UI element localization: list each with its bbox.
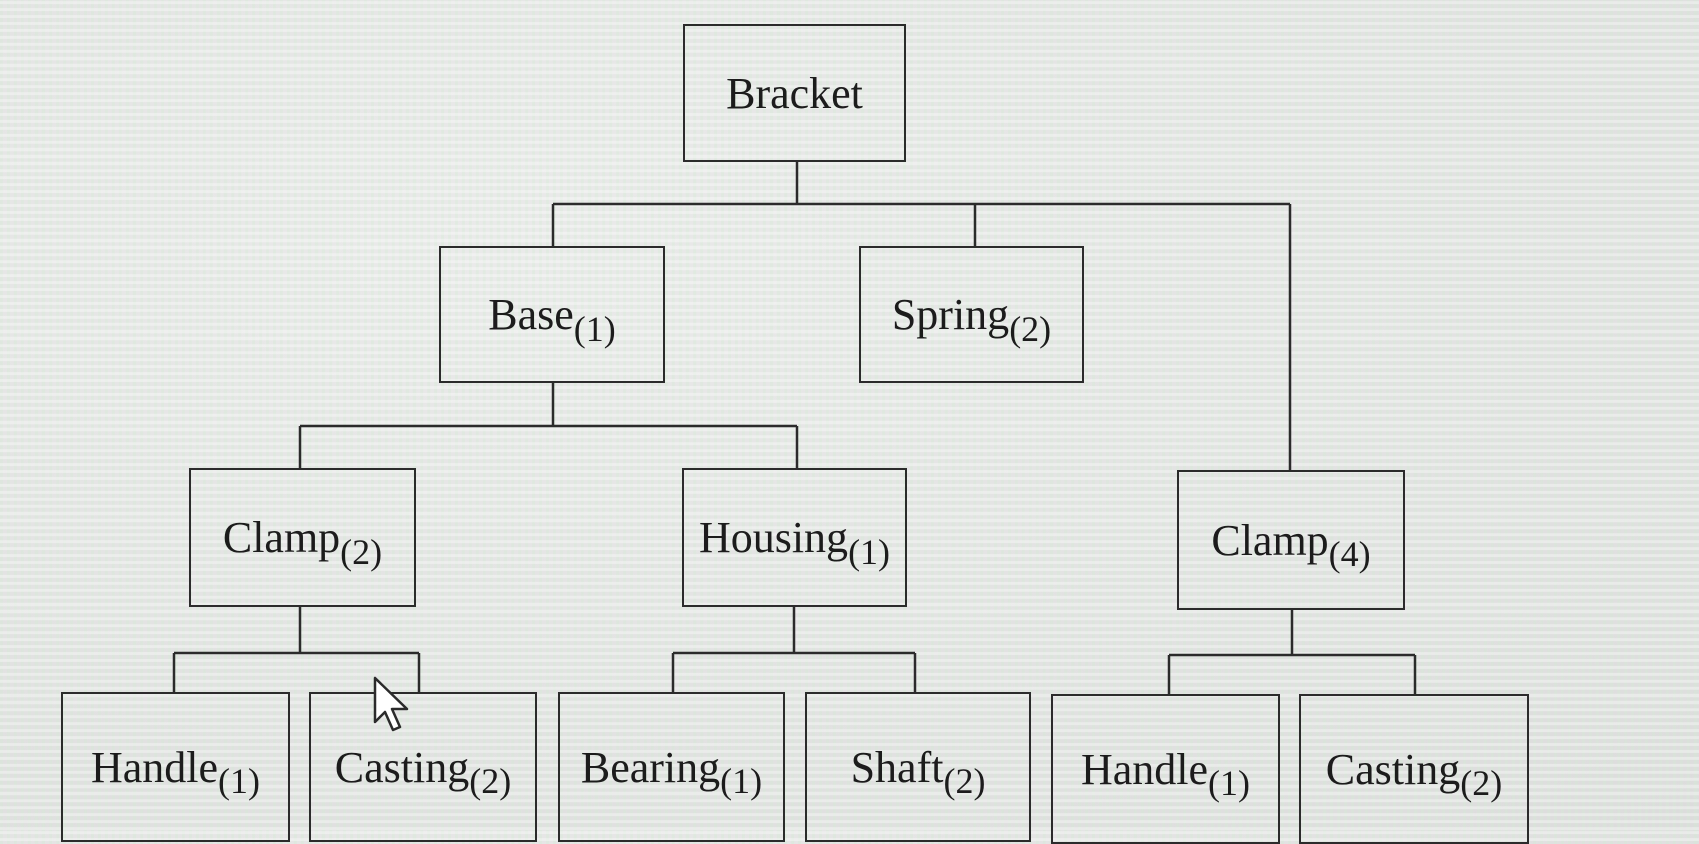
- node-name: Handle: [1080, 744, 1209, 794]
- node-casting-left: Casting(2): [309, 692, 537, 842]
- node-quantity: (1): [218, 761, 261, 801]
- node-handle-right: Handle(1): [1051, 694, 1280, 844]
- node-name: Housing: [698, 513, 849, 562]
- node-quantity: (2): [943, 761, 986, 801]
- node-quantity: (2): [469, 761, 512, 801]
- node-clamp-2: Clamp(2): [189, 468, 416, 607]
- node-quantity: (2): [1460, 763, 1503, 803]
- node-quantity: (1): [1208, 763, 1251, 803]
- node-name: Clamp: [1211, 515, 1329, 565]
- node-spring: Spring(2): [859, 246, 1084, 383]
- mouse-pointer-icon: [373, 676, 409, 732]
- node-clamp-4: Clamp(4): [1177, 470, 1405, 610]
- node-quantity: (1): [720, 761, 763, 801]
- node-shaft: Shaft(2): [805, 692, 1031, 842]
- node-quantity: (4): [1328, 534, 1371, 574]
- node-quantity: (2): [1009, 308, 1052, 349]
- node-base: Base(1): [439, 246, 665, 383]
- node-name: Clamp: [222, 513, 341, 562]
- node-name: Handle: [90, 742, 219, 792]
- node-name: Casting: [1325, 744, 1461, 794]
- node-name: Bracket: [726, 68, 863, 118]
- node-bracket: Bracket: [683, 24, 906, 162]
- node-housing: Housing(1): [682, 468, 907, 607]
- node-bearing: Bearing(1): [558, 692, 785, 842]
- node-name: Bearing: [580, 742, 721, 792]
- node-casting-right: Casting(2): [1299, 694, 1529, 844]
- node-name: Spring: [891, 290, 1010, 339]
- node-name: Casting: [334, 742, 470, 792]
- node-quantity: (1): [848, 531, 891, 572]
- node-name: Base: [488, 290, 574, 339]
- node-handle-left: Handle(1): [61, 692, 290, 842]
- node-name: Shaft: [850, 742, 944, 792]
- node-quantity: (1): [573, 308, 616, 349]
- node-quantity: (2): [340, 531, 383, 572]
